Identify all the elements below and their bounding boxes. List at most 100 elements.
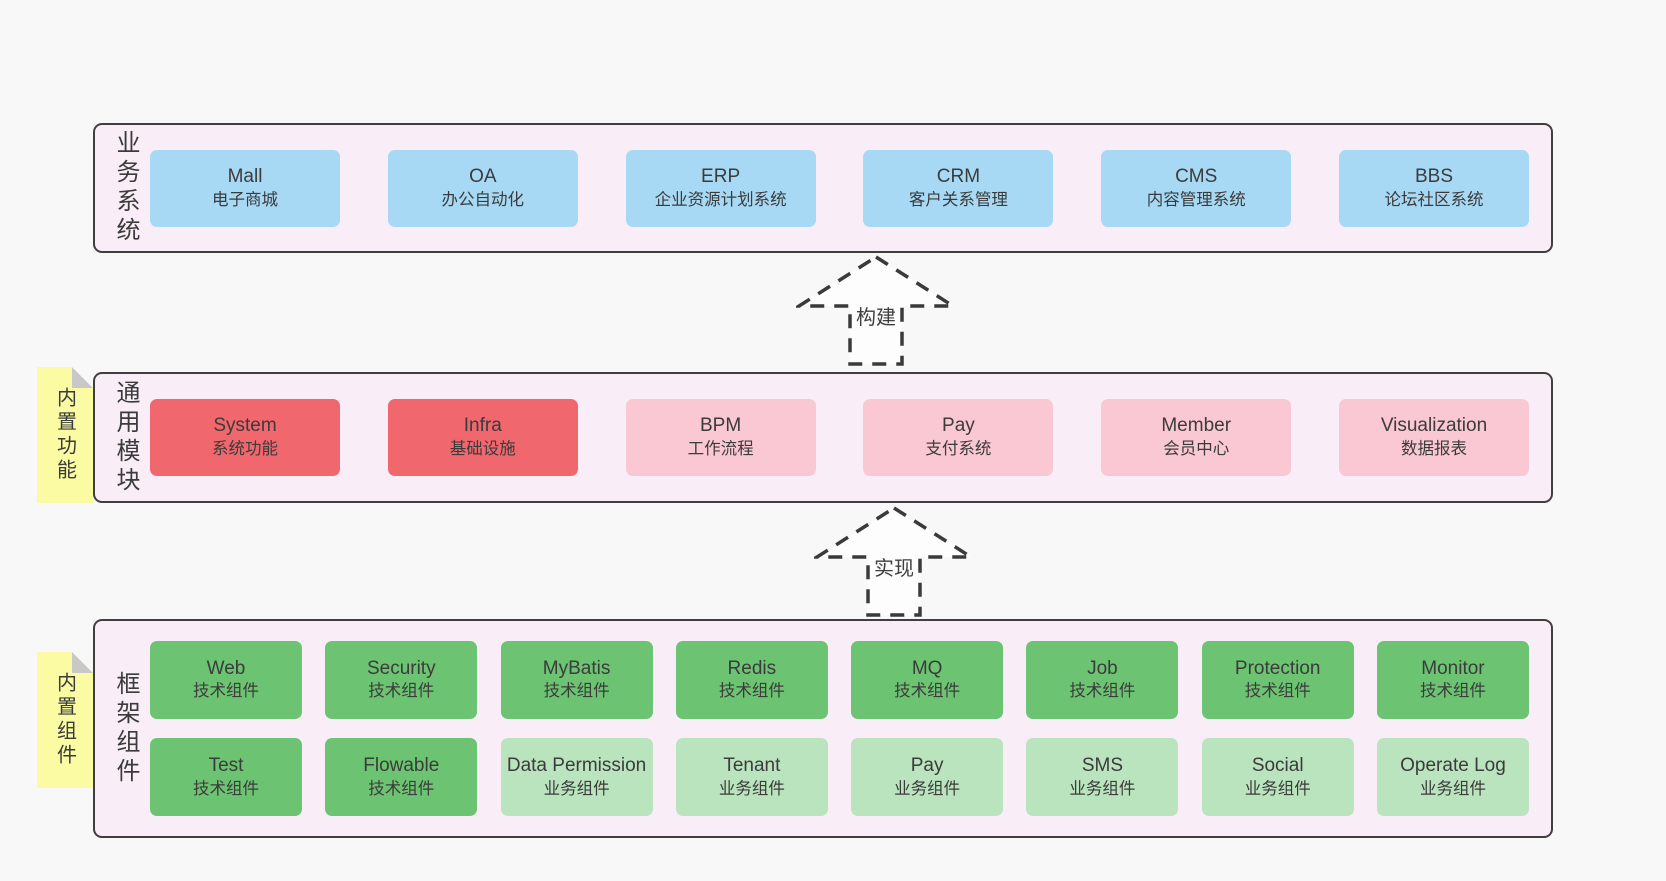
box-name: CRM xyxy=(936,165,981,187)
arrow-label: 实现 xyxy=(872,552,916,581)
box-name: Test xyxy=(208,755,244,777)
node-test: Test 技术组件 xyxy=(150,738,302,817)
node-cms: CMS 内容管理系统 xyxy=(1101,149,1292,227)
box-desc: 业务组件 xyxy=(894,779,961,798)
box-desc: 技术组件 xyxy=(193,682,259,701)
box-name: Visualization xyxy=(1380,415,1488,437)
box-desc: 电子商城 xyxy=(212,190,278,209)
box-desc: 技术组件 xyxy=(193,779,259,798)
box-name: Monitor xyxy=(1421,657,1485,679)
box-name: OA xyxy=(469,165,497,187)
node-system: System 系统功能 xyxy=(150,399,340,476)
box-name: System xyxy=(213,415,277,437)
node-pay: Pay 业务组件 xyxy=(851,738,1004,817)
box-name: Protection xyxy=(1234,657,1321,679)
box-desc: 办公自动化 xyxy=(441,190,525,209)
node-infra: Infra 基础设施 xyxy=(387,399,578,476)
box-desc: 技术组件 xyxy=(543,682,610,701)
box-name: Social xyxy=(1251,755,1304,777)
box-name: Pay xyxy=(910,755,944,777)
box-desc: 论坛社区系统 xyxy=(1384,190,1484,209)
box-desc: 基础设施 xyxy=(449,440,516,459)
node-security: Security 技术组件 xyxy=(325,640,478,719)
box-name: Pay xyxy=(942,415,975,437)
box-name: Security xyxy=(366,657,436,679)
box-name: SMS xyxy=(1081,755,1123,777)
arrow-label: 构建 xyxy=(854,301,898,330)
node-protection: Protection 技术组件 xyxy=(1201,640,1354,719)
box-name: BBS xyxy=(1414,165,1453,187)
node-bbs: BBS 论坛社区系统 xyxy=(1338,149,1529,227)
section-title: 通用模块 xyxy=(112,379,139,496)
box-desc: 内容管理系统 xyxy=(1146,190,1246,209)
node-visualization: Visualization 数据报表 xyxy=(1338,399,1529,476)
box-desc: 技术组件 xyxy=(368,682,435,701)
node-monitor: Monitor 技术组件 xyxy=(1376,640,1529,719)
box-desc: 业务组件 xyxy=(1244,779,1311,798)
box-desc: 技术组件 xyxy=(894,682,961,701)
sticky-note-built-in-features: 内置功能 xyxy=(37,367,93,503)
box-name: Redis xyxy=(727,657,777,679)
up-arrow-build-icon: 构建 xyxy=(796,254,956,368)
box-desc: 系统功能 xyxy=(212,440,278,459)
box-desc: 技术组件 xyxy=(1419,682,1486,701)
box-name: Operate Log xyxy=(1400,755,1506,777)
section-title: 业务系统 xyxy=(112,130,139,246)
node-mall: Mall 电子商城 xyxy=(150,149,340,227)
folded-corner-icon xyxy=(72,367,93,388)
node-web: Web 技术组件 xyxy=(150,640,302,719)
node-bpm: BPM 工作流程 xyxy=(625,399,816,476)
node-member: Member 会员中心 xyxy=(1101,399,1292,476)
node-data-permission: Data Permission 业务组件 xyxy=(500,738,653,817)
node-redis: Redis 技术组件 xyxy=(675,640,828,719)
box-name: Job xyxy=(1087,657,1118,679)
box-name: MQ xyxy=(911,657,943,679)
box-desc: 企业资源计划系统 xyxy=(654,190,787,209)
section-title: 框架组件 xyxy=(112,670,139,787)
sticky-note-built-in-components: 内置组件 xyxy=(37,652,93,788)
node-mybatis: MyBatis 技术组件 xyxy=(500,640,653,719)
box-desc: 技术组件 xyxy=(1069,682,1136,701)
component-row: Test 技术组件 Flowable 技术组件 Data Permission 业务组件 T… xyxy=(150,738,1551,817)
node-mq: MQ 技术组件 xyxy=(851,640,1004,719)
node-job: Job 技术组件 xyxy=(1026,640,1179,719)
box-desc: 业务组件 xyxy=(543,779,610,798)
node-flowable: Flowable 技术组件 xyxy=(325,738,478,817)
up-arrow-implement-icon: 实现 xyxy=(814,505,974,619)
box-name: BPM xyxy=(700,415,742,437)
box-name: ERP xyxy=(701,165,741,187)
box-desc: 技术组件 xyxy=(368,779,435,798)
folded-corner-icon xyxy=(72,652,93,673)
node-oa: OA 办公自动化 xyxy=(387,149,578,227)
box-desc: 会员中心 xyxy=(1163,440,1230,459)
node-erp: ERP 企业资源计划系统 xyxy=(625,149,816,227)
box-name: Member xyxy=(1161,415,1232,437)
box-desc: 业务组件 xyxy=(1419,779,1486,798)
box-name: Web xyxy=(206,657,246,679)
box-desc: 技术组件 xyxy=(718,682,785,701)
box-name: MyBatis xyxy=(542,657,611,679)
box-desc: 业务组件 xyxy=(1069,779,1136,798)
box-name: Tenant xyxy=(723,755,781,777)
box-desc: 数据报表 xyxy=(1400,440,1467,459)
box-name: Infra xyxy=(463,415,502,437)
node-sms: SMS 业务组件 xyxy=(1026,738,1179,817)
box-desc: 业务组件 xyxy=(718,779,785,798)
box-desc: 工作流程 xyxy=(687,440,754,459)
box-name: CMS xyxy=(1175,165,1218,187)
box-desc: 技术组件 xyxy=(1244,682,1311,701)
box-name: Flowable xyxy=(363,755,440,777)
node-social: Social 业务组件 xyxy=(1201,738,1354,817)
sticky-note-text: 内置组件 xyxy=(53,672,76,768)
box-name: Data Permission xyxy=(506,755,647,777)
box-name: Mall xyxy=(227,165,263,187)
